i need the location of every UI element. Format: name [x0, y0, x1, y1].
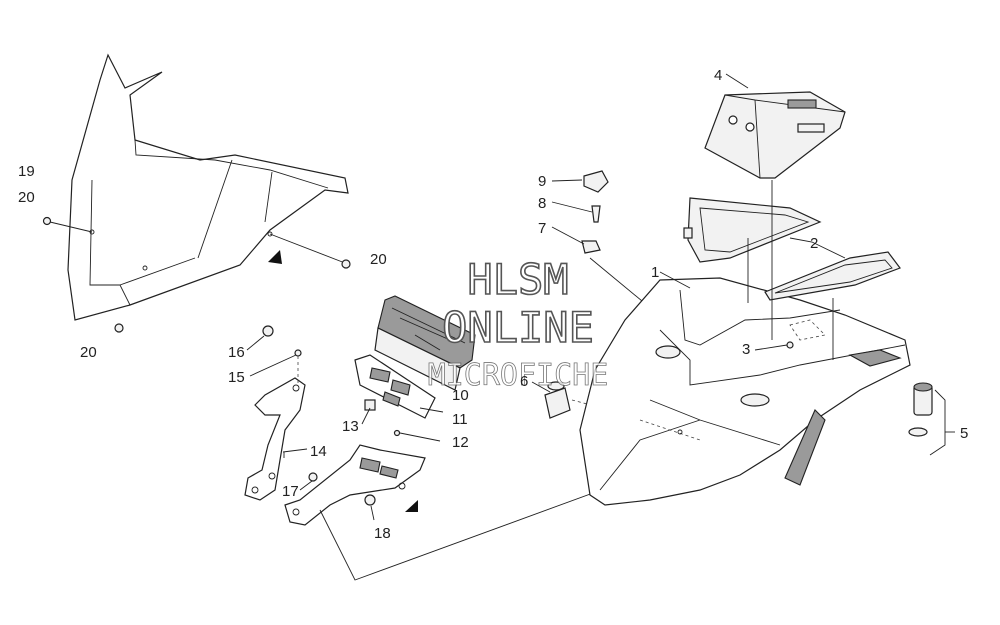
screw-20-bottom	[114, 323, 124, 333]
screw-20-right	[269, 233, 351, 269]
callout-13: 13	[342, 418, 359, 435]
watermark: HLSM ONLINE MICROFICHE	[427, 254, 609, 393]
screw-12	[393, 429, 441, 442]
key-8	[551, 201, 601, 223]
gauge-bracket	[354, 354, 444, 419]
callout-17: 17	[282, 483, 299, 500]
callouts: 19 20 20 20 16 15 13 10 11 12 14 17 18 9…	[18, 67, 968, 542]
callout-19: 19	[18, 163, 35, 180]
key-cap-9	[551, 170, 609, 193]
gauge	[374, 295, 476, 391]
callout-2: 2	[810, 235, 818, 252]
nut-16	[246, 325, 274, 351]
callout-16: 16	[228, 344, 245, 361]
bolt-13	[361, 399, 376, 425]
screw-3	[754, 319, 826, 351]
switch-6	[531, 381, 641, 419]
callout-14: 14	[310, 443, 327, 460]
callout-3: 3	[742, 341, 750, 358]
trim-panel-2-lower	[764, 251, 901, 301]
mount-bracket	[244, 377, 426, 526]
callout-18: 18	[374, 525, 391, 542]
callout-11: 11	[452, 411, 468, 428]
storage-tray-4	[704, 73, 846, 179]
watermark-line3: MICROFICHE	[428, 358, 609, 393]
callout-20: 20	[18, 189, 35, 206]
callout-20: 20	[370, 251, 387, 268]
callout-20: 20	[80, 344, 97, 361]
arrow-marker-icon	[268, 250, 282, 264]
arrow-marker-icon	[405, 500, 418, 512]
callout-1: 1	[651, 264, 659, 281]
callout-10: 10	[452, 387, 469, 404]
callout-7: 7	[538, 220, 546, 237]
watermark-line2: ONLINE	[442, 303, 594, 352]
hood-console	[579, 271, 911, 506]
screw-17	[299, 472, 318, 491]
callout-6: 6	[520, 373, 528, 390]
screw-20-left	[42, 216, 93, 233]
callout-8: 8	[538, 195, 546, 212]
nut-18	[364, 494, 376, 521]
nut-7	[551, 226, 601, 254]
callout-4: 4	[714, 67, 722, 84]
windshield	[67, 53, 349, 321]
fitting-5	[908, 382, 955, 456]
callout-5: 5	[960, 425, 968, 442]
callout-12: 12	[452, 434, 469, 451]
callout-15: 15	[228, 369, 245, 386]
washer-15	[249, 349, 302, 385]
watermark-line1: HLSM	[467, 255, 568, 304]
callout-9: 9	[538, 173, 546, 190]
trim-panel-2-upper	[683, 197, 822, 263]
